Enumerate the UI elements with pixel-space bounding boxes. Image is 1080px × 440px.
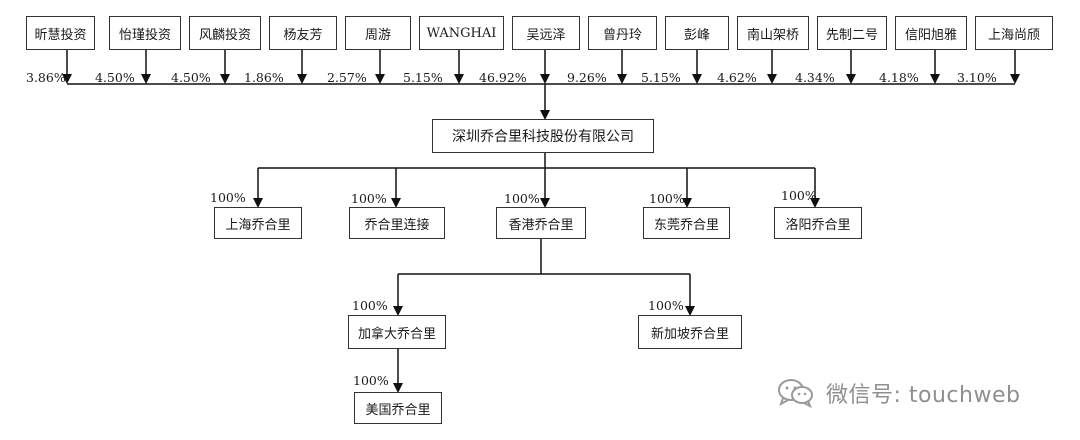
- shareholder-box[interactable]: 杨友芳: [269, 16, 337, 50]
- ownership-percentage: 4.50%: [95, 70, 135, 85]
- ownership-percentage: 100%: [648, 298, 684, 313]
- ownership-percentage: 100%: [781, 188, 817, 203]
- subsidiary-box[interactable]: 洛阳乔合里: [774, 207, 862, 239]
- subsidiary-box[interactable]: 香港乔合里: [496, 207, 586, 239]
- shareholder-box[interactable]: 曾丹玲: [588, 16, 657, 50]
- ownership-percentage: 100%: [352, 298, 388, 313]
- subsidiary-name: 东莞乔合里: [653, 217, 719, 233]
- shareholder-name: 杨友芳: [283, 27, 323, 43]
- ownership-percentage: 100%: [353, 373, 389, 388]
- canada-subsidiary-name: 美国乔合里: [365, 402, 431, 418]
- shareholder-box[interactable]: WANGHAI: [419, 16, 504, 50]
- shareholder-box[interactable]: 彭峰: [665, 16, 729, 50]
- shareholder-box[interactable]: 信阳旭雅: [895, 16, 967, 50]
- subsidiary-name: 香港乔合里: [508, 217, 574, 233]
- ownership-percentage: 4.62%: [717, 70, 757, 85]
- watermark-text: 微信号: touchweb: [826, 383, 1021, 408]
- parent-company-name: 深圳乔合里科技股份有限公司: [452, 129, 634, 145]
- subsidiary-box[interactable]: 东莞乔合里: [643, 207, 730, 239]
- shareholder-box[interactable]: 上海尚颀: [975, 16, 1053, 50]
- shareholder-name: 先制二号: [825, 27, 878, 43]
- ownership-percentage: 100%: [649, 191, 685, 206]
- ownership-percentage: 100%: [504, 191, 540, 206]
- ownership-percentage: 4.34%: [795, 70, 835, 85]
- wechat-icon: [778, 379, 813, 409]
- shareholder-box[interactable]: 先制二号: [817, 16, 887, 50]
- ownership-percentage: 4.50%: [171, 70, 211, 85]
- shareholder-name: 怡瑾投资: [118, 27, 171, 43]
- shareholder-name: 曾丹玲: [602, 27, 642, 43]
- shareholder-box[interactable]: 周游: [345, 16, 411, 50]
- ownership-percentage: 9.26%: [567, 70, 607, 85]
- ownership-percentage: 4.18%: [879, 70, 919, 85]
- parent-company-box[interactable]: 深圳乔合里科技股份有限公司: [432, 119, 654, 153]
- ownership-percentage: 100%: [210, 190, 246, 205]
- hk-subsidiary-name: 新加坡乔合里: [650, 326, 729, 342]
- hk-subsidiary-box[interactable]: 新加坡乔合里: [638, 315, 742, 349]
- subsidiary-name: 洛阳乔合里: [785, 217, 851, 233]
- subsidiary-box[interactable]: 乔合里连接: [349, 207, 445, 239]
- shareholder-box[interactable]: 怡瑾投资: [109, 16, 181, 50]
- ownership-percentage: 5.15%: [641, 70, 681, 85]
- shareholder-name: 吴远泽: [526, 27, 566, 43]
- ownership-percentage: 3.10%: [957, 70, 997, 85]
- shareholder-box[interactable]: 吴远泽: [512, 16, 580, 50]
- subsidiary-name: 乔合里连接: [364, 217, 430, 233]
- ownership-percentage: 5.15%: [403, 70, 443, 85]
- shareholder-name: 彭峰: [683, 27, 710, 43]
- shareholder-name: 南山架桥: [746, 27, 799, 43]
- shareholder-name: 风麟投资: [198, 27, 251, 43]
- shareholder-name: 周游: [364, 27, 391, 43]
- wechat-watermark: 微信号: touchweb: [776, 376, 1076, 410]
- shareholder-name: 昕慧投资: [34, 27, 87, 43]
- subsidiary-box[interactable]: 上海乔合里: [214, 207, 302, 239]
- ownership-percentage: 46.92%: [479, 70, 527, 85]
- hk-subsidiary-name: 加拿大乔合里: [357, 326, 436, 342]
- canada-subsidiary-box[interactable]: 美国乔合里: [354, 392, 442, 424]
- ownership-percentage: 100%: [351, 191, 387, 206]
- shareholder-name: WANGHAI: [426, 25, 497, 41]
- shareholder-name: 信阳旭雅: [904, 27, 957, 43]
- ownership-percentage: 2.57%: [327, 70, 367, 85]
- shareholder-box[interactable]: 风麟投资: [189, 16, 261, 50]
- shareholder-box[interactable]: 南山架桥: [737, 16, 809, 50]
- ownership-percentage: 1.86%: [244, 70, 284, 85]
- shareholder-name: 上海尚颀: [987, 27, 1040, 43]
- hk-subsidiary-box[interactable]: 加拿大乔合里: [348, 315, 446, 349]
- ownership-percentage: 3.86%: [26, 70, 66, 85]
- shareholder-box[interactable]: 昕慧投资: [26, 16, 95, 50]
- subsidiary-name: 上海乔合里: [225, 217, 291, 233]
